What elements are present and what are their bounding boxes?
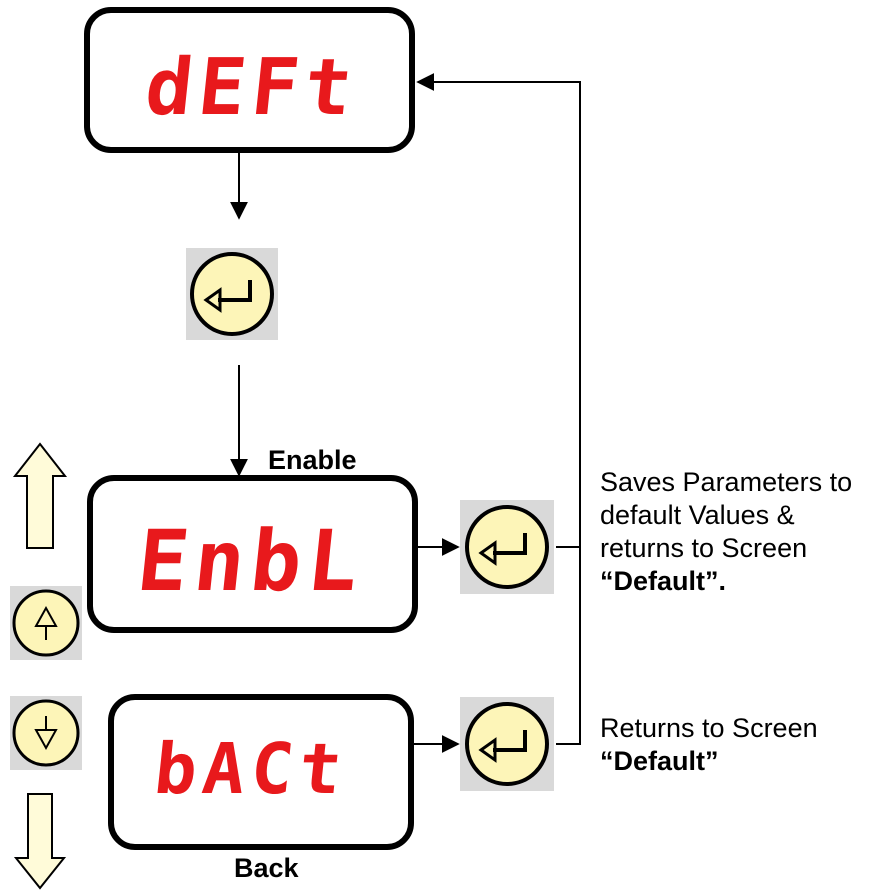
screen-back-display: bACt: [151, 728, 352, 810]
screen-enable-display: EnbL: [133, 512, 370, 610]
screen-enable-label: Enable: [268, 445, 357, 475]
save-note-line: “Default”.: [600, 566, 727, 596]
return-note-line: “Default”: [600, 746, 719, 776]
down-key-icon[interactable]: [10, 696, 82, 770]
return-note-line: Returns to Screen: [600, 713, 818, 743]
return-note: Returns to Screen “Default”: [600, 712, 818, 778]
enter-key-icon[interactable]: [460, 500, 554, 594]
enter-key-icon[interactable]: [460, 697, 554, 791]
enter-key-icon[interactable]: [186, 248, 278, 340]
save-note: Saves Parameters to default Values & ret…: [600, 466, 852, 598]
up-key-icon[interactable]: [10, 586, 82, 660]
save-note-line: default Values &: [600, 500, 795, 530]
screen-default-display: dEFt: [141, 42, 362, 133]
screen-back-label: Back: [234, 853, 299, 883]
screen-back: bACt: [108, 694, 414, 850]
scroll-down-arrow-icon: [13, 793, 67, 890]
screen-default: dEFt: [84, 7, 415, 153]
scroll-up-arrow-icon: [12, 442, 68, 549]
screen-enable: EnbL: [87, 475, 418, 633]
save-note-line: returns to Screen: [600, 533, 808, 563]
save-note-line: Saves Parameters to: [600, 467, 853, 497]
return-bracket-line: [416, 73, 581, 548]
return-bracket-lower: [556, 547, 581, 745]
